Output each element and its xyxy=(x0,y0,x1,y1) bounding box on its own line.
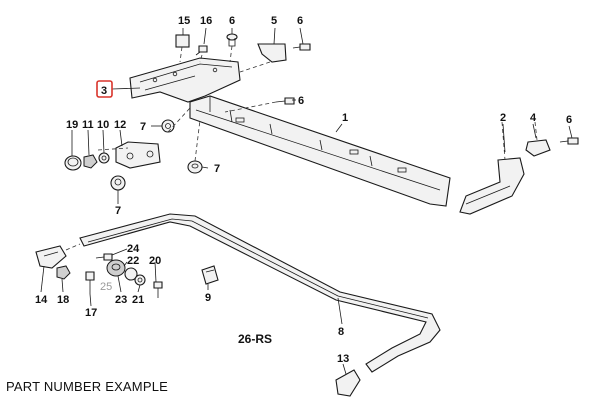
end-cap-part-2[interactable] xyxy=(459,157,525,215)
label-part-24[interactable]: 24 xyxy=(127,243,140,255)
label-part-4[interactable]: 4 xyxy=(530,112,537,124)
label-part-5[interactable]: 5 xyxy=(271,15,277,27)
label-part-9[interactable]: 9 xyxy=(205,292,211,304)
screw-part-16[interactable] xyxy=(195,45,208,56)
grommet-part-7b[interactable] xyxy=(187,160,203,174)
label-part-8[interactable]: 8 xyxy=(338,326,344,338)
screw-part-6b[interactable] xyxy=(292,43,311,51)
clip-part-13[interactable] xyxy=(335,369,361,397)
bracket-part-5[interactable] xyxy=(257,43,287,63)
label-part-16[interactable]: 16 xyxy=(200,15,212,27)
label-part-21[interactable]: 21 xyxy=(132,294,144,306)
label-part-20[interactable]: 20 xyxy=(149,255,161,267)
label-part-25[interactable]: 25 xyxy=(100,281,112,293)
highlight-box-part-3 xyxy=(96,80,113,98)
label-part-13[interactable]: 13 xyxy=(337,353,349,365)
label-part-6[interactable]: 6 xyxy=(297,15,303,27)
clip-part-15[interactable] xyxy=(175,34,190,48)
nut-part-11[interactable] xyxy=(83,154,98,169)
bolt-part-12[interactable] xyxy=(115,141,161,169)
label-part-7[interactable]: 7 xyxy=(140,121,146,133)
screw-part-24[interactable] xyxy=(95,253,113,261)
bolt-part-20[interactable] xyxy=(153,281,163,298)
cap-part-4[interactable] xyxy=(525,139,551,157)
bracket-part-3[interactable] xyxy=(129,57,241,103)
label-part-2[interactable]: 2 xyxy=(500,112,506,124)
label-part-19[interactable]: 19 xyxy=(66,119,78,131)
leader-lines xyxy=(40,27,573,375)
diagram-code: 26-RS xyxy=(238,332,272,346)
label-part-14[interactable]: 14 xyxy=(35,294,48,306)
label-part-17[interactable]: 17 xyxy=(85,307,97,319)
label-part-6[interactable]: 6 xyxy=(229,15,235,27)
label-part-6[interactable]: 6 xyxy=(298,95,304,107)
grommet-part-7a[interactable] xyxy=(161,119,175,133)
label-part-18[interactable]: 18 xyxy=(57,294,69,306)
screw-part-6c[interactable] xyxy=(275,97,295,105)
label-part-15[interactable]: 15 xyxy=(178,15,190,27)
grommet-part-7c[interactable] xyxy=(110,175,126,191)
caption-text: PART NUMBER EXAMPLE xyxy=(6,379,169,394)
label-part-1[interactable]: 1 xyxy=(342,112,348,124)
washer-part-10[interactable] xyxy=(98,152,110,164)
washer-part-21[interactable] xyxy=(134,274,146,286)
label-part-23[interactable]: 23 xyxy=(115,294,127,306)
plug-part-6a[interactable] xyxy=(226,33,238,47)
screw-part-17[interactable] xyxy=(85,271,95,294)
label-part-12[interactable]: 12 xyxy=(114,119,126,131)
label-part-10[interactable]: 10 xyxy=(97,119,109,131)
label-part-22[interactable]: 22 xyxy=(127,255,139,267)
clip-part-9[interactable] xyxy=(201,265,219,285)
bracket-part-14[interactable] xyxy=(35,245,67,269)
label-part-7[interactable]: 7 xyxy=(214,163,220,175)
bumper-bar-part-1[interactable] xyxy=(189,95,451,207)
label-part-3[interactable]: 3 xyxy=(101,85,107,97)
bushing-part-23[interactable] xyxy=(106,259,126,277)
label-part-6[interactable]: 6 xyxy=(566,114,572,126)
cap-part-19[interactable] xyxy=(64,155,82,171)
nut-part-18[interactable] xyxy=(56,265,71,280)
spacer-part-22[interactable] xyxy=(124,267,138,281)
label-part-7[interactable]: 7 xyxy=(115,205,121,217)
rubber-strip-part-8[interactable] xyxy=(79,213,441,373)
label-part-11[interactable]: 11 xyxy=(82,119,94,131)
screw-part-6d[interactable] xyxy=(559,137,579,145)
